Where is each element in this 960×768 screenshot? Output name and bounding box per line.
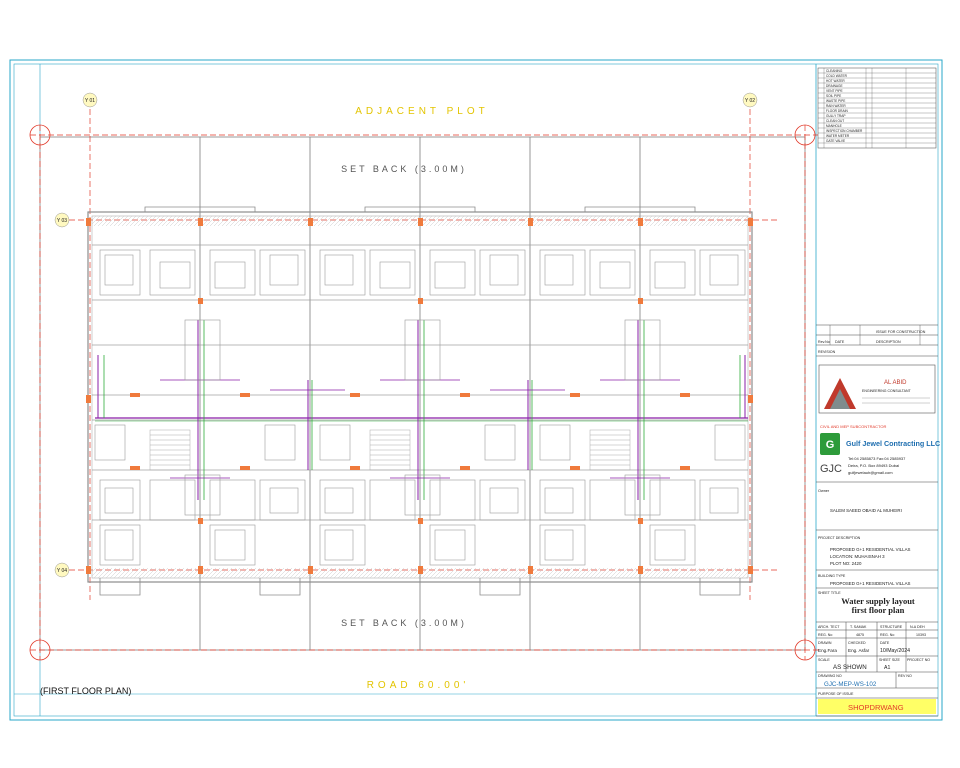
legend-item: SOIL PIPE <box>826 94 841 98</box>
checked-value: Eng. Asfar <box>848 648 870 653</box>
grid-bubble-label: Y 02 <box>745 98 755 104</box>
date-label: DATE <box>880 641 890 645</box>
contractor-email: gulfjewelauh@gmail.com <box>848 470 893 475</box>
legend-item: COLD WATER <box>826 74 848 78</box>
corner-markers <box>29 124 816 661</box>
grid-bubble-label: Y 03 <box>57 218 67 224</box>
legend-item: DRAINAGE <box>826 84 843 88</box>
floor-plan: Y 01 Y 02 Y 03 Y 04 <box>29 92 820 696</box>
date-label: DATE <box>835 340 845 344</box>
drawing-no-label: DRAWING NO <box>818 674 842 678</box>
description-label: DESCRIPTION <box>876 340 901 344</box>
project-line-1: PROPOSED G+1 RESIDENTIAL VILLAS <box>830 547 911 552</box>
sheet-size-value: A1 <box>884 665 890 671</box>
legend-item: HOT WATER <box>826 79 845 83</box>
water-supply-pipes <box>95 319 748 516</box>
project-no-label: PROJECT NO <box>907 658 930 662</box>
rev-no-label: Rev.No <box>818 340 830 344</box>
owner-name: SALEM SAEED OBAID AL MUHEIRI <box>830 508 902 513</box>
legend-item: WATER METER <box>826 134 850 138</box>
furniture <box>94 254 746 561</box>
building-label: BUILDING TYPE <box>818 574 846 578</box>
structure-label: STRUCTURE <box>880 625 903 629</box>
reg-label: REG. No <box>818 633 832 637</box>
project-line-3: PLOT NO: 2420 <box>830 561 862 566</box>
svg-text:G: G <box>826 439 835 451</box>
rev-no-label: REV NO <box>898 674 912 678</box>
consultant-subtitle: ENGINEERING CONSULTANT <box>862 389 912 393</box>
arch-value: T. SAMAK <box>850 625 867 629</box>
sheet-size-label: SHEET SIZE <box>879 658 901 662</box>
legend-item: MANHOLE <box>826 124 842 128</box>
sheet-info-table: ARCH. TECT T. SAMAK STRUCTURE N-A DEH RE… <box>816 621 938 717</box>
arch-label: ARCH. TECT <box>818 625 840 629</box>
issued-for-text: ISSUE FOR CONSTRUCTION <box>876 330 926 334</box>
revision-block: ISSUE FOR CONSTRUCTION Rev.No DATE DESCR… <box>816 324 938 357</box>
drawn-label: DRAWN <box>818 641 832 645</box>
gjc-logo-icon <box>820 433 840 455</box>
structural-columns <box>86 218 753 574</box>
date-value: 10/May/2024 <box>880 648 910 654</box>
consultant-name: AL ABID <box>884 380 907 386</box>
revision-header: REVISION <box>818 350 836 354</box>
legend-item: FLOOR DRAIN <box>826 109 848 113</box>
contractor-tel: Tel:04 2585873 Fax:04 2585937 <box>848 456 906 461</box>
contractor-name: Gulf Jewel Contracting LLC <box>846 439 940 448</box>
scale-label: SCALE <box>818 658 830 662</box>
reg-value: 10393 <box>916 633 926 637</box>
adjacent-plot-label: ADJACENT PLOT <box>355 106 489 117</box>
drawn-value: Eng.Fara <box>818 648 837 653</box>
sheet-title-line-1: Water supply layout <box>841 596 915 606</box>
building-value: PROPOSED G+1 RESIDENTIAL VILLAS <box>830 581 911 586</box>
legend-item: VENT PIPE <box>826 89 843 93</box>
reg-label: REG. No <box>880 633 894 637</box>
setback-top-label: SET BACK (3.00M) <box>341 164 467 174</box>
contractor-block: CIVIL AND MEP SUBCONTRACTOR G GJC Gulf J… <box>820 424 940 475</box>
setback-bottom-label: SET BACK (3.00M) <box>341 618 467 628</box>
legend-item: CLEAN OUT <box>826 119 844 123</box>
legend-item: INSPECTION CHAMBER <box>826 129 863 133</box>
contractor-address: Deira, P.O. Box 89493 Dubai <box>848 463 899 468</box>
project-label: PROJECT DESCRIPTION <box>818 536 861 540</box>
drawing-no-value: GJC-MEP-WS-102 <box>824 681 877 688</box>
grid-bubbles: Y 01 Y 02 Y 03 Y 04 <box>54 92 758 578</box>
project-info: Owner SALEM SAEED OBAID AL MUHEIRI PROJE… <box>816 481 938 615</box>
legend-item: CLEANING <box>826 69 843 73</box>
sheet-border-inner <box>13 63 939 717</box>
title-block: CLEANING COLD WATER HOT WATER DRAINAGE V… <box>816 67 940 717</box>
sheet-title-line-2: first floor plan <box>852 605 905 615</box>
road-label: ROAD 60.00' <box>367 680 470 691</box>
owner-label: Owner <box>818 489 830 493</box>
reg-value: 4875 <box>856 633 864 637</box>
project-line-2: LOCATION: MUHAISNAH 3 <box>830 554 885 559</box>
contractor-header: CIVIL AND MEP SUBCONTRACTOR <box>820 424 886 429</box>
grid-bubble-label: Y 01 <box>85 98 95 104</box>
consultant-logo: AL ABID ENGINEERING CONSULTANT <box>818 364 936 414</box>
legend-table: CLEANING COLD WATER HOT WATER DRAINAGE V… <box>817 67 937 149</box>
legend-item: GATE VALVE <box>826 139 845 143</box>
purpose-value: SHOPDRWANG <box>848 703 904 712</box>
contractor-abbr: GJC <box>820 463 842 475</box>
grid-bubble-label: Y 04 <box>57 568 67 574</box>
purpose-label: PURPOSE OF ISSUE <box>818 692 854 696</box>
sheet-border-outer <box>9 59 943 721</box>
checked-label: CHECKED <box>848 641 866 645</box>
legend-item: GULLY TRAP <box>826 114 846 118</box>
legend-item: WASTE PIPE <box>826 99 845 103</box>
sheet-title-label: SHEET TITLE <box>818 591 841 595</box>
structure-value: N-A DEH <box>910 625 925 629</box>
plan-title: (FIRST FLOOR PLAN) <box>40 686 131 696</box>
purpose-highlight <box>818 699 936 714</box>
legend-item: RAIN WATER <box>826 104 846 108</box>
scale-value: AS SHOWN <box>833 664 867 671</box>
